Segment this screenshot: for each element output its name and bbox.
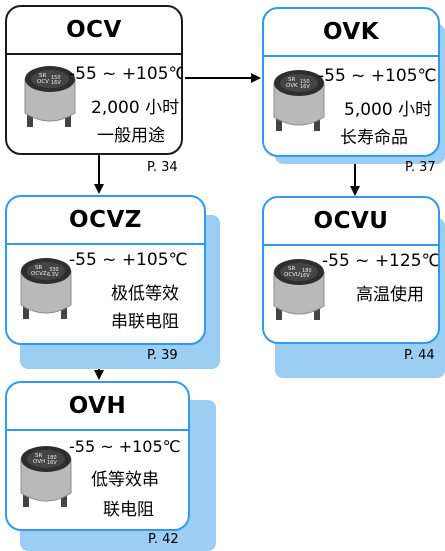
title-divider [7,429,188,431]
temperature-range: -55 ~ +105℃ [69,250,188,270]
svg-text:SR: SR [39,73,46,79]
title-divider [264,55,438,57]
node-ovk: OVK SR OVK 150 16V -55 ~ +105℃ 5,000 小时 … [262,7,440,157]
node-title: OCV [66,17,122,43]
temperature-range: -55 ~ +105℃ [69,437,181,456]
svg-text:OCVU: OCVU [284,272,300,278]
svg-text:16V: 16V [51,80,61,86]
page-ref-ocvu: P. 44 [404,348,435,363]
capacitor-image: SR OCV 150 16V [24,66,76,127]
capacitor-image: SR OVK 150 16V [273,70,325,131]
node-ocvu: OCVU SR OCVU 180 16V -55 ~ +125℃ 高温使用 [262,196,440,344]
svg-text:OVK: OVK [286,83,298,89]
svg-text:180: 180 [47,455,57,461]
svg-text:6.3V: 6.3V [47,272,59,278]
capacitor-image: SR OCVU 180 16V [273,259,325,320]
svg-text:OCV: OCV [37,79,49,85]
spec-line-1: 极低等效 [111,284,179,304]
node-title: OVK [322,19,380,45]
spec-line-1: 低等效串 [91,470,159,490]
svg-text:16V: 16V [47,460,57,466]
svg-text:OVH: OVH [33,459,45,465]
svg-text:150: 150 [51,75,61,81]
capacitor-image: SR OCVZ 330 6.3V [20,258,72,319]
spec-line-2: 串联电阻 [111,312,179,332]
svg-text:330: 330 [49,267,59,273]
svg-text:OCVZ: OCVZ [31,271,47,277]
node-ocv: OCV SR OCV 150 16V -55 ~ +105℃ 2,000 小时 … [5,5,183,155]
svg-text:16V: 16V [300,84,310,90]
temperature-range: -55 ~ +105℃ [318,66,437,86]
spec-line-1: 5,000 小时 [344,100,433,120]
temperature-range: -55 ~ +105℃ [69,64,183,84]
page-ref-ocvz: P. 39 [147,348,178,363]
spec-line-2: 一般用途 [97,126,165,146]
svg-text:150: 150 [300,79,310,85]
svg-text:16V: 16V [300,273,310,279]
title-divider [264,244,438,246]
svg-text:SR: SR [288,77,295,83]
spec-line-2: 联电阻 [103,500,154,520]
node-title: OCVZ [69,207,142,233]
temperature-range: -55 ~ +125℃ [322,251,440,271]
svg-text:SR: SR [35,453,42,459]
page-ref-ovk: P. 37 [405,160,436,175]
page-ref-ocv: P. 34 [147,160,178,175]
capacitor-image: SR OVH 180 16V [20,446,72,507]
svg-text:SR: SR [288,266,295,272]
node-title: OCVU [313,208,389,234]
node-title: OVH [68,393,127,419]
title-divider [7,243,204,245]
spec-line-2: 长寿命品 [340,128,408,148]
node-ovh: OVH SR OVH 180 16V -55 ~ +105℃ 低等效串 联电阻 [5,381,190,531]
page-ref-ovh: P. 42 [148,532,179,547]
svg-text:180: 180 [302,268,312,274]
spec-line-1: 2,000 小时 [91,98,180,118]
node-ocvz: OCVZ SR OCVZ 330 6.3V -55 ~ +105℃ 极低等效 串… [5,195,206,345]
title-divider [7,53,181,55]
spec-line-1: 高温使用 [356,285,424,305]
svg-text:SR: SR [35,265,42,271]
